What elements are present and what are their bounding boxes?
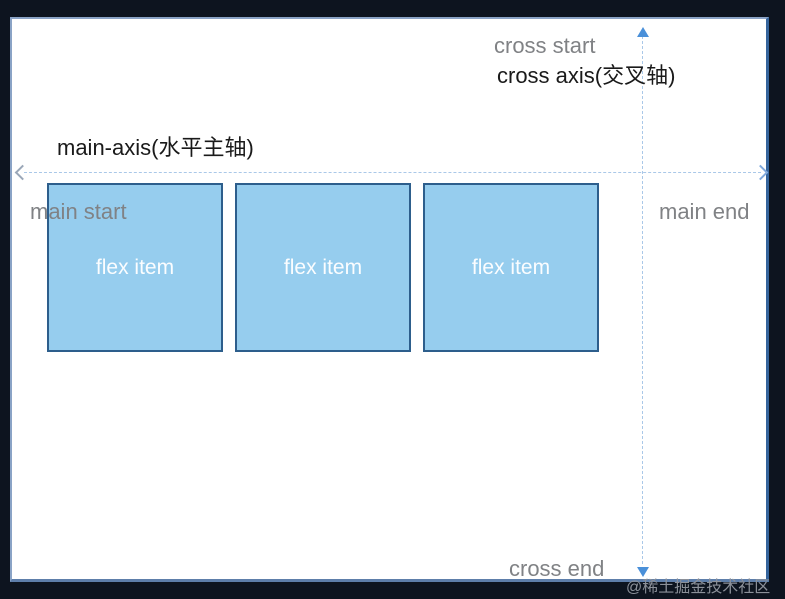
flex-item-box: flex item [423, 183, 599, 352]
cross-axis-label: cross axis(交叉轴) [497, 63, 676, 88]
flex-item-box: flex item [47, 183, 223, 352]
main-end-label: main end [659, 199, 750, 224]
main-axis-label: main-axis(水平主轴) [57, 135, 254, 160]
flex-item-label: flex item [471, 255, 551, 279]
flex-container: flex item flex item flex item [47, 183, 599, 352]
flex-item-label: flex item [95, 255, 175, 279]
flex-item-label: flex item [283, 255, 363, 279]
cross-end-label: cross end [509, 556, 605, 581]
cross-axis-arrow-up-icon [637, 27, 649, 37]
cross-axis-arrow-down-icon [637, 567, 649, 577]
flex-item-box: flex item [235, 183, 411, 352]
main-start-label: main start [30, 199, 127, 224]
main-axis-line [24, 172, 761, 173]
cross-start-label: cross start [494, 33, 596, 58]
cross-axis-line [642, 36, 643, 564]
site-watermark: @稀土掘金技术社区 [626, 579, 771, 596]
